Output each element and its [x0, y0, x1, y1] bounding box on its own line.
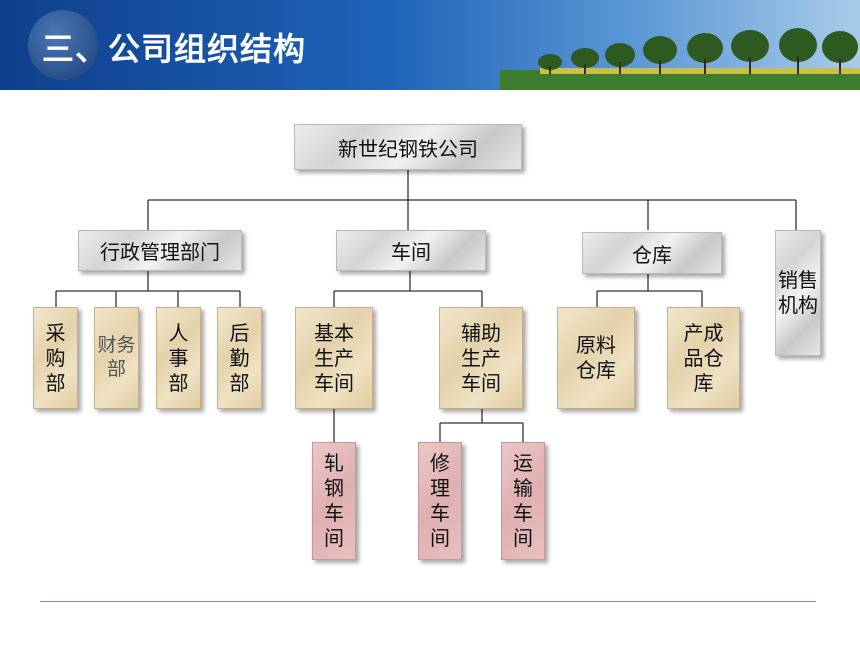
department-admin: 行政管理部门	[78, 230, 242, 271]
admin-child-hr: 人事部	[156, 307, 201, 409]
aux-child-repair: 修理车间	[418, 442, 462, 560]
admin-child-label: 后勤部	[229, 320, 250, 395]
aux-child-label: 运输车间	[513, 451, 533, 550]
department-workshop: 车间	[336, 230, 486, 271]
basic-child-rolling: 轧钢车间	[312, 442, 356, 560]
admin-child-purchasing: 采购部	[33, 307, 78, 409]
aux-child-label: 修理车间	[430, 451, 450, 550]
department-admin-label: 行政管理部门	[100, 240, 220, 264]
department-sales: 销售机构	[775, 230, 821, 356]
workshop-child-auxiliary: 辅助生产车间	[439, 307, 523, 409]
basic-child-label: 轧钢车间	[324, 451, 344, 550]
admin-child-label: 财务部	[97, 334, 136, 380]
warehouse-child-finished: 产成品仓库	[667, 307, 740, 409]
root-node-label: 新世纪钢铁公司	[338, 136, 478, 161]
warehouse-child-label: 产成品仓库	[683, 320, 724, 395]
header-banner: 三、公司组织结构	[0, 0, 860, 90]
department-warehouse: 仓库	[582, 232, 722, 274]
section-badge	[28, 10, 98, 80]
footer-divider	[40, 601, 816, 602]
admin-child-logistics: 后勤部	[217, 307, 262, 409]
admin-child-label: 采购部	[45, 320, 66, 395]
workshop-child-basic: 基本生产车间	[295, 307, 373, 409]
workshop-child-label: 基本生产车间	[314, 320, 354, 395]
aux-child-transport: 运输车间	[501, 442, 545, 560]
workshop-child-label: 辅助生产车间	[461, 320, 501, 395]
warehouse-child-label: 原料仓库	[576, 333, 616, 382]
department-sales-label: 销售机构	[778, 268, 818, 317]
page-title: 三、公司组织结构	[42, 30, 307, 68]
warehouse-child-raw: 原料仓库	[557, 307, 635, 409]
department-workshop-label: 车间	[391, 240, 431, 264]
department-warehouse-label: 仓库	[632, 242, 672, 267]
landscape-trees-image	[500, 28, 860, 90]
root-node: 新世纪钢铁公司	[294, 124, 522, 170]
admin-child-label: 人事部	[168, 320, 189, 395]
admin-child-finance: 财务部	[94, 307, 139, 409]
